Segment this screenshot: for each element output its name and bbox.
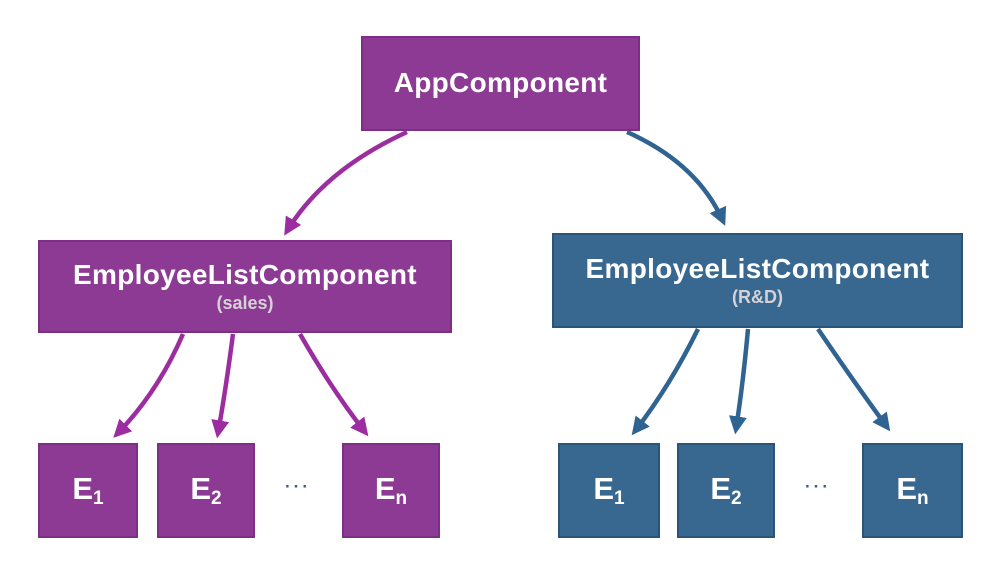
- leaf-label-base: E: [72, 471, 94, 506]
- leaf-sales-en-label: En: [375, 473, 407, 508]
- node-employee-list-rnd-sublabel: (R&D): [732, 286, 783, 307]
- ellipsis-sales: ···: [285, 477, 311, 496]
- edge-sales-to-e2: [211, 333, 236, 439]
- edge-sales-to-en: [298, 332, 369, 437]
- edge-sales-to-e1: [113, 333, 186, 438]
- leaf-label-subscript: 2: [731, 488, 742, 509]
- leaf-label-base: E: [896, 471, 918, 506]
- node-employee-list-rnd-label: EmployeeListComponent: [585, 252, 930, 284]
- leaf-label-base: E: [593, 471, 615, 506]
- node-employee-list-sales-sublabel: (sales): [216, 292, 274, 313]
- node-employee-list-sales: EmployeeListComponent (sales): [38, 240, 452, 333]
- leaf-label-base: E: [190, 471, 212, 506]
- leaf-label-subscript: 1: [93, 488, 104, 509]
- edge-rnd-to-e1: [631, 328, 701, 436]
- leaf-sales-e1-label: E1: [72, 473, 103, 508]
- leaf-label-subscript: n: [395, 488, 408, 509]
- leaf-label-base: E: [710, 471, 732, 506]
- leaf-label-subscript: 1: [614, 488, 625, 509]
- node-app-component-label: AppComponent: [393, 67, 608, 99]
- edge-root-to-rnd-list: [626, 129, 727, 226]
- ellipsis-rnd: ···: [805, 477, 831, 496]
- node-app-component: AppComponent: [361, 36, 640, 131]
- node-employee-list-rnd: EmployeeListComponent (R&D): [552, 233, 963, 328]
- leaf-rnd-e1-label: E1: [593, 473, 624, 508]
- leaf-rnd-en: En: [862, 443, 963, 538]
- leaf-sales-e2-label: E2: [190, 473, 221, 508]
- leaf-sales-e2: E2: [157, 443, 255, 538]
- leaf-rnd-e1: E1: [558, 443, 660, 538]
- leaf-rnd-e2-label: E2: [710, 473, 741, 508]
- leaf-rnd-en-label: En: [896, 473, 928, 508]
- leaf-label-base: E: [374, 471, 396, 506]
- leaf-sales-en: En: [342, 443, 440, 538]
- leaf-sales-e1: E1: [38, 443, 138, 538]
- edge-root-to-sales-list: [284, 129, 408, 236]
- edge-rnd-to-en: [816, 327, 891, 432]
- leaf-label-subscript: n: [917, 488, 929, 509]
- edge-rnd-to-e2: [729, 328, 751, 435]
- leaf-label-subscript: 2: [211, 488, 222, 509]
- leaf-rnd-e2: E2: [677, 443, 775, 538]
- node-employee-list-sales-label: EmployeeListComponent: [73, 258, 417, 290]
